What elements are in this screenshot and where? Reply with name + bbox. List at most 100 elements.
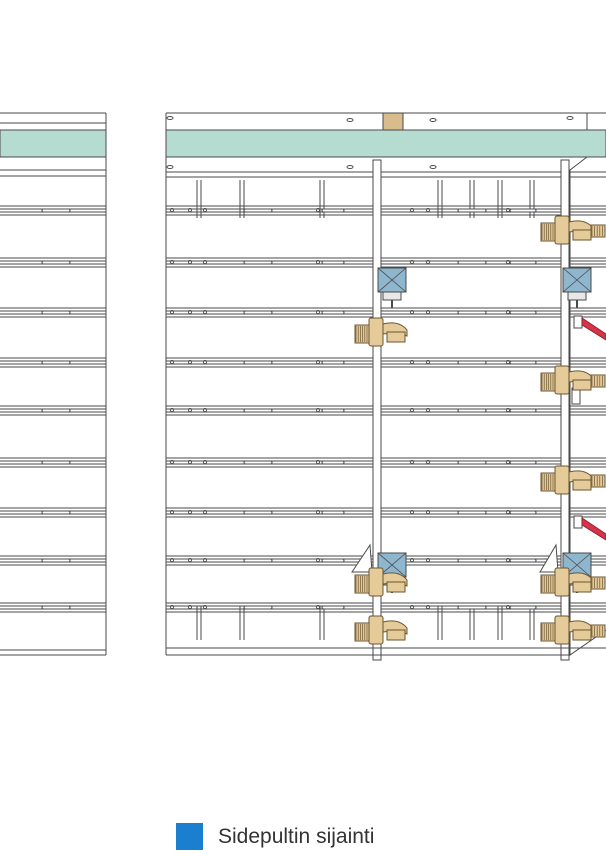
- rail-hole: [409, 259, 414, 264]
- rail-hole: [315, 207, 320, 212]
- rail-hole: [505, 259, 510, 264]
- rail-hole: [425, 259, 430, 264]
- rail: [166, 205, 606, 216]
- rail: [0, 357, 106, 368]
- slot: [457, 510, 487, 515]
- clamp-body: [554, 615, 570, 645]
- slot: [243, 558, 273, 563]
- rail-hole: [187, 558, 192, 563]
- brace: [351, 543, 373, 573]
- rail-hole: [169, 407, 174, 412]
- bolt-hole: [166, 116, 174, 120]
- rail-hole: [315, 509, 320, 514]
- right-formwork-panel: [165, 112, 606, 661]
- rail-hole: [202, 309, 207, 314]
- rail: [0, 507, 106, 518]
- clamp-body: [368, 615, 384, 645]
- rail-hole: [187, 605, 192, 610]
- rail-hole: [505, 509, 510, 514]
- vertical-member: [372, 159, 382, 661]
- slot: [41, 310, 71, 315]
- tie-plate: [573, 315, 583, 329]
- slot: [321, 260, 345, 265]
- rail-hole: [169, 459, 174, 464]
- rail-hole: [202, 359, 207, 364]
- rail-hole: [505, 558, 510, 563]
- rail-hole: [425, 509, 430, 514]
- slot: [41, 408, 71, 413]
- rail-hole: [202, 259, 207, 264]
- rail-hole: [315, 309, 320, 314]
- clamp-tail: [590, 224, 606, 238]
- rail-hole: [187, 407, 192, 412]
- clamp-tail: [590, 474, 606, 488]
- slot: [243, 208, 273, 213]
- clamp: [354, 615, 408, 645]
- rail-hole: [169, 605, 174, 610]
- rail-hole: [409, 605, 414, 610]
- clamp-jaw: [386, 331, 406, 343]
- rail-hole: [315, 259, 320, 264]
- rail-hole: [409, 407, 414, 412]
- rail-hole: [505, 459, 510, 464]
- slot: [41, 208, 71, 213]
- rail-hole: [187, 359, 192, 364]
- rail-hole: [187, 207, 192, 212]
- rail: [166, 457, 606, 468]
- slot: [41, 460, 71, 465]
- slot: [457, 360, 487, 365]
- top-waler: [165, 129, 606, 158]
- rail-hole: [425, 558, 430, 563]
- slot: [509, 260, 537, 265]
- tie-rod: [581, 317, 606, 341]
- slot: [457, 408, 487, 413]
- slot: [509, 558, 537, 563]
- rail-hole: [169, 558, 174, 563]
- rail-hole: [202, 407, 207, 412]
- slot: [457, 558, 487, 563]
- slot: [321, 605, 345, 610]
- rail-hole: [187, 309, 192, 314]
- edge-profile: [569, 156, 606, 656]
- clamp: [540, 567, 606, 597]
- node-nut: [567, 291, 587, 301]
- brace: [539, 543, 559, 573]
- rail-hole: [315, 459, 320, 464]
- rail-hole: [187, 259, 192, 264]
- tie-bolt: [573, 515, 606, 541]
- clamp-jaw: [572, 629, 592, 641]
- rail-hole: [409, 509, 414, 514]
- rail-hole: [169, 359, 174, 364]
- rail: [166, 357, 606, 368]
- rail-hole: [505, 309, 510, 314]
- rail-hole: [315, 558, 320, 563]
- rail-hole: [315, 359, 320, 364]
- slot: [509, 360, 537, 365]
- slot: [321, 208, 345, 213]
- rail-hole: [409, 309, 414, 314]
- rail: [0, 602, 106, 613]
- slot: [321, 408, 345, 413]
- slot: [41, 510, 71, 515]
- rail: [0, 555, 106, 566]
- slot: [41, 558, 71, 563]
- node-cross: [377, 267, 407, 293]
- rail-hole: [505, 207, 510, 212]
- wood-block: [382, 112, 404, 131]
- slot: [321, 460, 345, 465]
- slot: [457, 208, 487, 213]
- rail: [0, 257, 106, 268]
- rail-hole: [505, 407, 510, 412]
- vertical-member: [560, 159, 570, 661]
- clamp-body: [554, 567, 570, 597]
- node-nut: [382, 291, 402, 301]
- slot: [243, 360, 273, 365]
- rail-hole: [425, 359, 430, 364]
- slot: [509, 208, 537, 213]
- rail-hole: [202, 509, 207, 514]
- slot: [509, 605, 537, 610]
- tie-bolt: [573, 315, 606, 341]
- bolt-hole: [566, 116, 574, 120]
- slot: [41, 260, 71, 265]
- clamp: [540, 365, 606, 395]
